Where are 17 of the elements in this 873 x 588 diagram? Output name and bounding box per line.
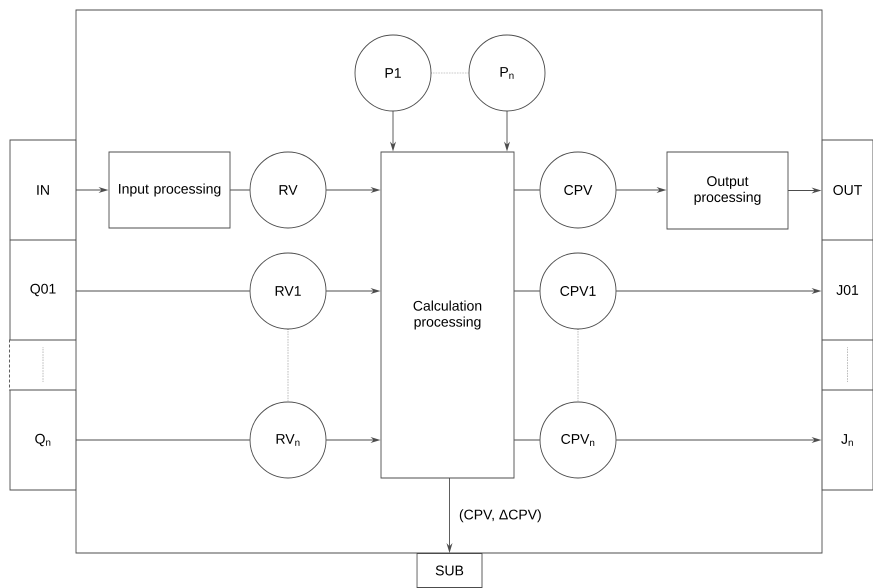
terminal-box: J01: [822, 240, 873, 340]
terminal-box: IN: [10, 140, 76, 240]
terminal-box: SUB: [416, 553, 482, 588]
process-box: Output processing: [666, 152, 788, 230]
process-box: Calculation processing: [380, 152, 514, 478]
module-frame: [76, 10, 822, 554]
connector-line: [76, 290, 250, 292]
connector-line: [514, 290, 540, 292]
edge-label: (CPV, ΔCPV): [458, 508, 543, 524]
terminal-box: Q01: [10, 240, 76, 340]
process-box: Input processing: [108, 152, 230, 228]
terminal-box: Q$_{n}$: [10, 390, 76, 490]
dotted-line: [431, 72, 469, 74]
ellipsis-cell: [9, 339, 44, 391]
terminal-box: OUT: [822, 140, 873, 240]
ellipsis-cell: [822, 340, 873, 390]
terminal-box: J$_{n}$: [822, 390, 873, 490]
